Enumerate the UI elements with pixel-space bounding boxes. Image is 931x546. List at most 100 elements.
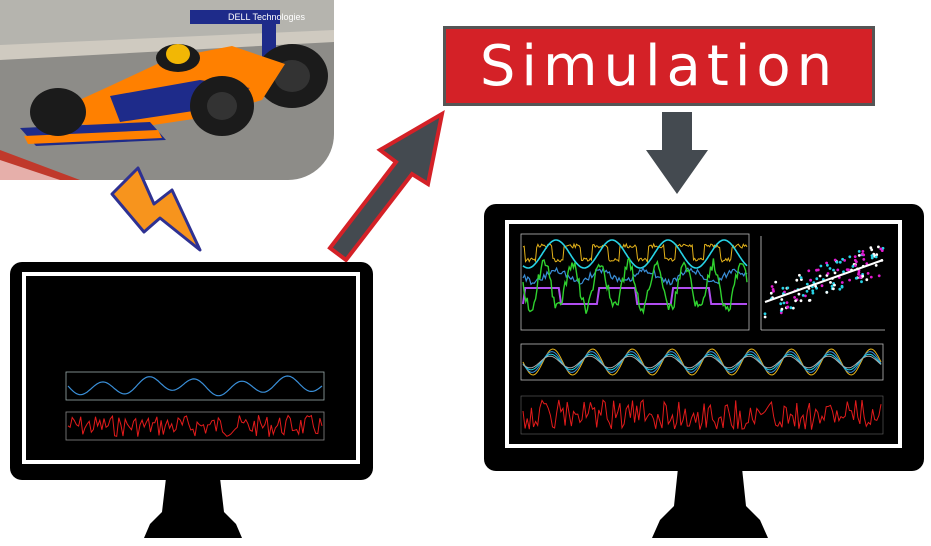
scatter-point [820,284,824,288]
scatter-point [835,260,839,264]
scatter-point [781,286,785,290]
scatter-point [769,291,773,295]
scatter-point [848,278,851,282]
purple-signal-line [522,287,747,305]
scatter-point [805,282,809,286]
scatter-point [841,257,844,261]
scatter-point [763,315,767,319]
scatter-point [874,264,878,267]
lightning-bolt-icon [110,166,202,252]
scatter-point [814,284,817,288]
green-signal-line [522,257,748,315]
scatter-point [857,254,861,257]
scatter-point [832,268,835,272]
scatter-point [825,261,828,265]
scatter-point [870,248,874,252]
right-signal-plots [520,233,885,435]
scatter-point [836,268,840,272]
scatter-point [795,278,799,282]
scatter-point [869,275,873,279]
scatter-point [797,292,801,296]
scatter-point [838,287,842,291]
scatter-point [780,298,784,301]
scatter-point [854,264,857,267]
scatter-point [851,265,855,268]
scatter-point [799,276,803,280]
scatter-point [874,255,878,259]
scatter-point [869,246,873,250]
scatter-point [763,312,767,316]
scatter-point [860,280,863,284]
scatter-point [779,311,783,315]
multi-signal-plot-frame [520,233,750,331]
scatter-points [763,245,885,319]
scatter-point [866,272,870,275]
scatter-point [845,268,849,271]
scatter-point [811,291,815,295]
scatter-point [833,271,837,275]
scatter-point [812,281,816,284]
race-car-photo: DELL Technologies [0,0,334,180]
scatter-point [853,258,857,262]
scatter-point [858,276,862,279]
scatter-point [830,284,834,288]
scatter-point [854,276,858,280]
band-plot-frame [520,343,884,381]
car-sponsor-text: DELL Technologies [228,12,306,22]
scatter-point [774,280,778,284]
scatter-point [840,285,844,289]
cyan-signal-line [522,239,748,269]
scatter-point [828,267,832,270]
scatter-point [848,255,852,259]
scatter-point [807,299,811,302]
scatter-point [853,255,857,258]
scatter-point [833,258,837,262]
simulation-title: Simulation [479,33,839,99]
left-monitor-screen [22,272,360,464]
scatter-point [786,306,789,309]
scatter-point [772,289,775,293]
scatter-point [807,287,811,290]
scatter-point [779,302,783,306]
scatter-point [862,258,866,261]
scatter-point [870,256,874,260]
scatter-point [785,301,789,304]
scatter-point [833,283,836,287]
band-wave-line [522,355,882,369]
scatter-point [881,246,885,250]
left-sine-wave [67,375,323,397]
scatter-point [826,263,829,267]
scatter-point [832,287,835,291]
band-wave-lines [522,348,882,376]
yellow-signal-line [522,242,748,264]
scatter-point [804,294,807,298]
scatter-point [815,268,818,272]
scatter-point [798,273,801,277]
scatter-point [879,247,883,251]
scatter-point [861,274,865,278]
band-wave-line [522,348,882,376]
simulation-title-box: Simulation [443,26,875,106]
left-noise-plot-frame [65,411,325,441]
scatter-point [861,252,864,256]
left-noise-wave [67,414,323,437]
scatter-point [877,245,880,249]
scatter-point [815,277,819,281]
noise-plot-frame [520,395,884,435]
scatter-point [877,274,881,278]
scatter-point [842,270,845,274]
scatter-point [780,307,784,311]
scatter-point [865,278,869,282]
scatter-point [793,296,796,299]
scatter-point [794,299,797,303]
scatter-point [791,306,795,310]
scatter-point [811,289,815,293]
left-sine-plot-frame [65,371,325,401]
scatter-point [819,264,823,268]
red-noise-line [522,398,882,431]
left-monitor-stand [144,478,242,538]
scatter-point [857,250,861,253]
blue-signal-line [522,266,748,286]
scatter-point [799,299,803,303]
scatter-point [809,278,812,282]
